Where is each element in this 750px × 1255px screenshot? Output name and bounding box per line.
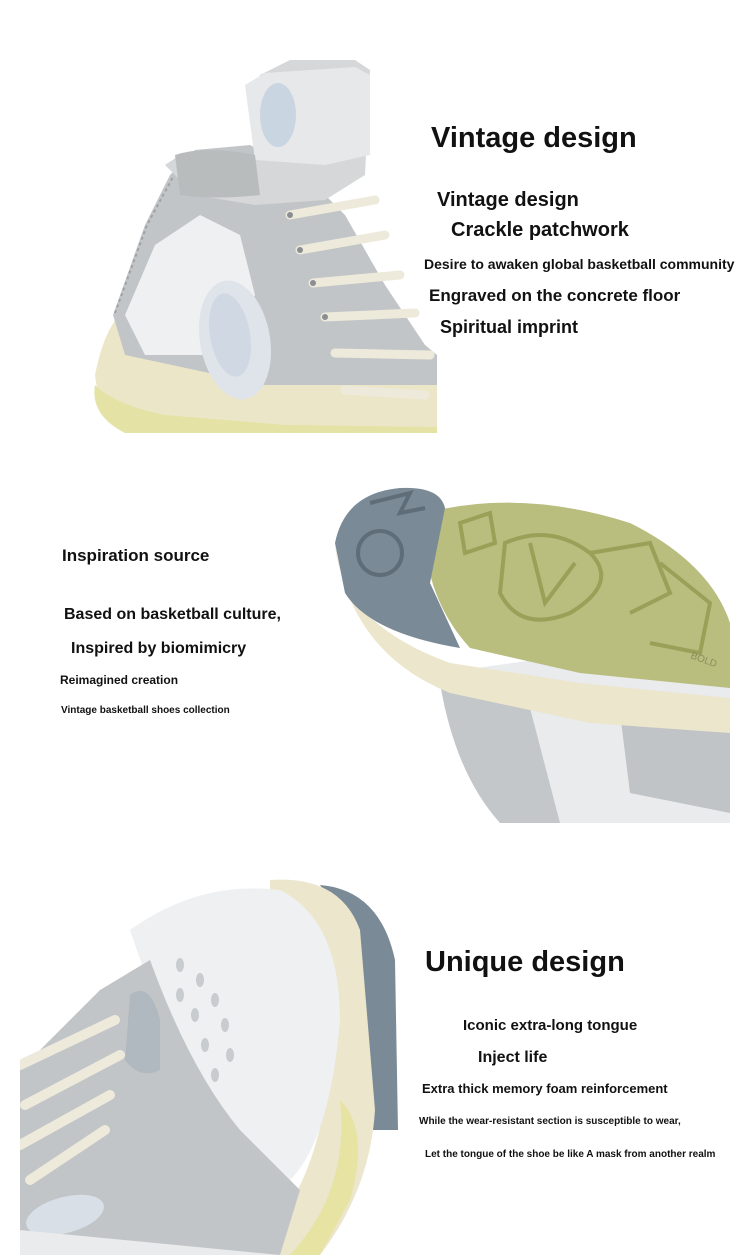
text-line: While the wear-resistant section is susc… bbox=[419, 1116, 681, 1127]
text-line: Iconic extra-long tongue bbox=[463, 1017, 638, 1034]
text-line: Spiritual imprint bbox=[440, 317, 579, 337]
text-line: Inject life bbox=[478, 1049, 548, 1066]
text-line: Inspired by biomimicry bbox=[71, 640, 247, 657]
text-line: Vintage design bbox=[437, 189, 579, 211]
text-line: Desire to awaken global basketball commu… bbox=[424, 256, 735, 272]
shoe-outsole-image: BOLD bbox=[330, 483, 730, 823]
section-heading: Unique design bbox=[425, 946, 625, 978]
text-line: Extra thick memory foam reinforcement bbox=[422, 1081, 668, 1096]
section-heading: Vintage design bbox=[431, 122, 637, 154]
section-inspiration: Inspiration source Based on basketball c… bbox=[0, 440, 750, 840]
shoe-high-top-image bbox=[85, 55, 437, 433]
text-line: Inspiration source bbox=[62, 546, 210, 565]
text-line: Vintage basketball shoes collection bbox=[61, 705, 230, 716]
text-line: Based on basketball culture, bbox=[64, 606, 281, 623]
text-line: Crackle patchwork bbox=[451, 219, 629, 241]
section-vintage-design: Vintage design Vintage design Crackle pa… bbox=[0, 0, 750, 440]
section-unique-design: Unique design Iconic extra-long tongue I… bbox=[0, 840, 750, 1255]
text-line: Engraved on the concrete floor bbox=[429, 286, 681, 305]
shoe-toe-image bbox=[20, 870, 400, 1255]
text-line: Reimagined creation bbox=[60, 673, 179, 687]
text-line: Let the tongue of the shoe be like A mas… bbox=[425, 1149, 716, 1160]
